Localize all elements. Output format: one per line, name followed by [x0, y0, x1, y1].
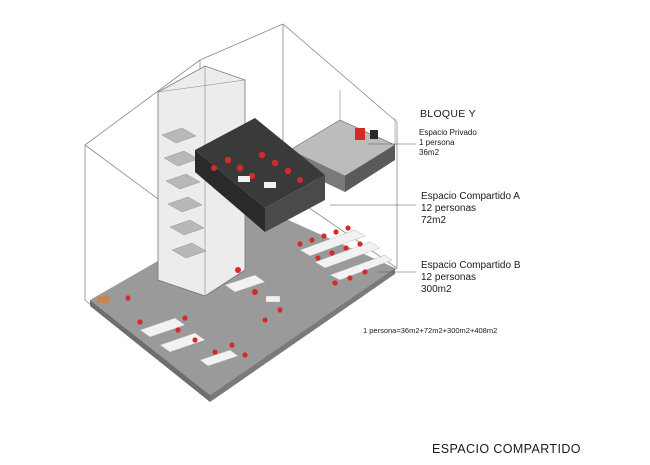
private-space-people: 1 persona [419, 138, 455, 147]
shared-space-b-area: 300m2 [421, 284, 452, 295]
block-title: BLOQUE Y [420, 108, 476, 120]
area-formula: 1 persona=36m2+72m2+300m2+408m2 [363, 326, 498, 335]
shared-space-a-area: 72m2 [421, 215, 447, 226]
shared-space-a-people: 12 personas [421, 203, 477, 214]
shared-space-b-label: Espacio Compartido B 12 personas 300m2 [421, 260, 521, 296]
mezzanine-shared-a [195, 118, 325, 232]
shared-space-b-people: 12 personas [421, 272, 477, 283]
shared-space-a-name: Espacio Compartido A [421, 191, 520, 202]
shared-space-a-label: Espacio Compartido A 12 personas 72m2 [421, 191, 520, 227]
private-space-name: Espacio Privado [419, 128, 477, 137]
ground-floor-furniture [97, 225, 393, 367]
private-space-area: 36m2 [419, 148, 440, 157]
shared-space-b-name: Espacio Compartido B [421, 260, 521, 271]
diagram-title: ESPACIO COMPARTIDO [432, 442, 581, 456]
private-space-label: Espacio Privado 1 persona 36m2 [419, 128, 477, 158]
leader-lines [330, 143, 416, 273]
stair-tower [157, 65, 246, 297]
